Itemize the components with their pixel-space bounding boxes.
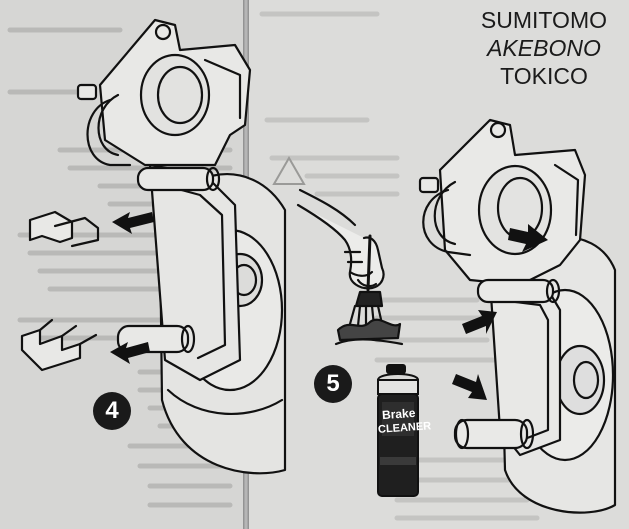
can-label-brake: Brake xyxy=(381,405,416,423)
step-4-number: 4 xyxy=(105,397,119,424)
brand-tokico: TOKICO xyxy=(500,63,588,89)
bleed-through-text xyxy=(259,11,540,521)
warning-triangle-icon xyxy=(272,156,306,185)
left-brake-assembly xyxy=(20,18,287,475)
step-5-badge: 5 xyxy=(314,365,352,403)
brand-list: SUMITOMO AKEBONO TOKICO xyxy=(481,6,607,90)
right-brake-assembly xyxy=(418,118,617,514)
hand-with-brush xyxy=(296,188,404,346)
brand-akebono: AKEBONO xyxy=(487,35,601,61)
step-4-badge: 4 xyxy=(93,392,131,430)
brand-sumitomo: SUMITOMO xyxy=(480,7,607,33)
brake-cleaner-can xyxy=(376,364,420,497)
step-5-number: 5 xyxy=(326,370,340,397)
